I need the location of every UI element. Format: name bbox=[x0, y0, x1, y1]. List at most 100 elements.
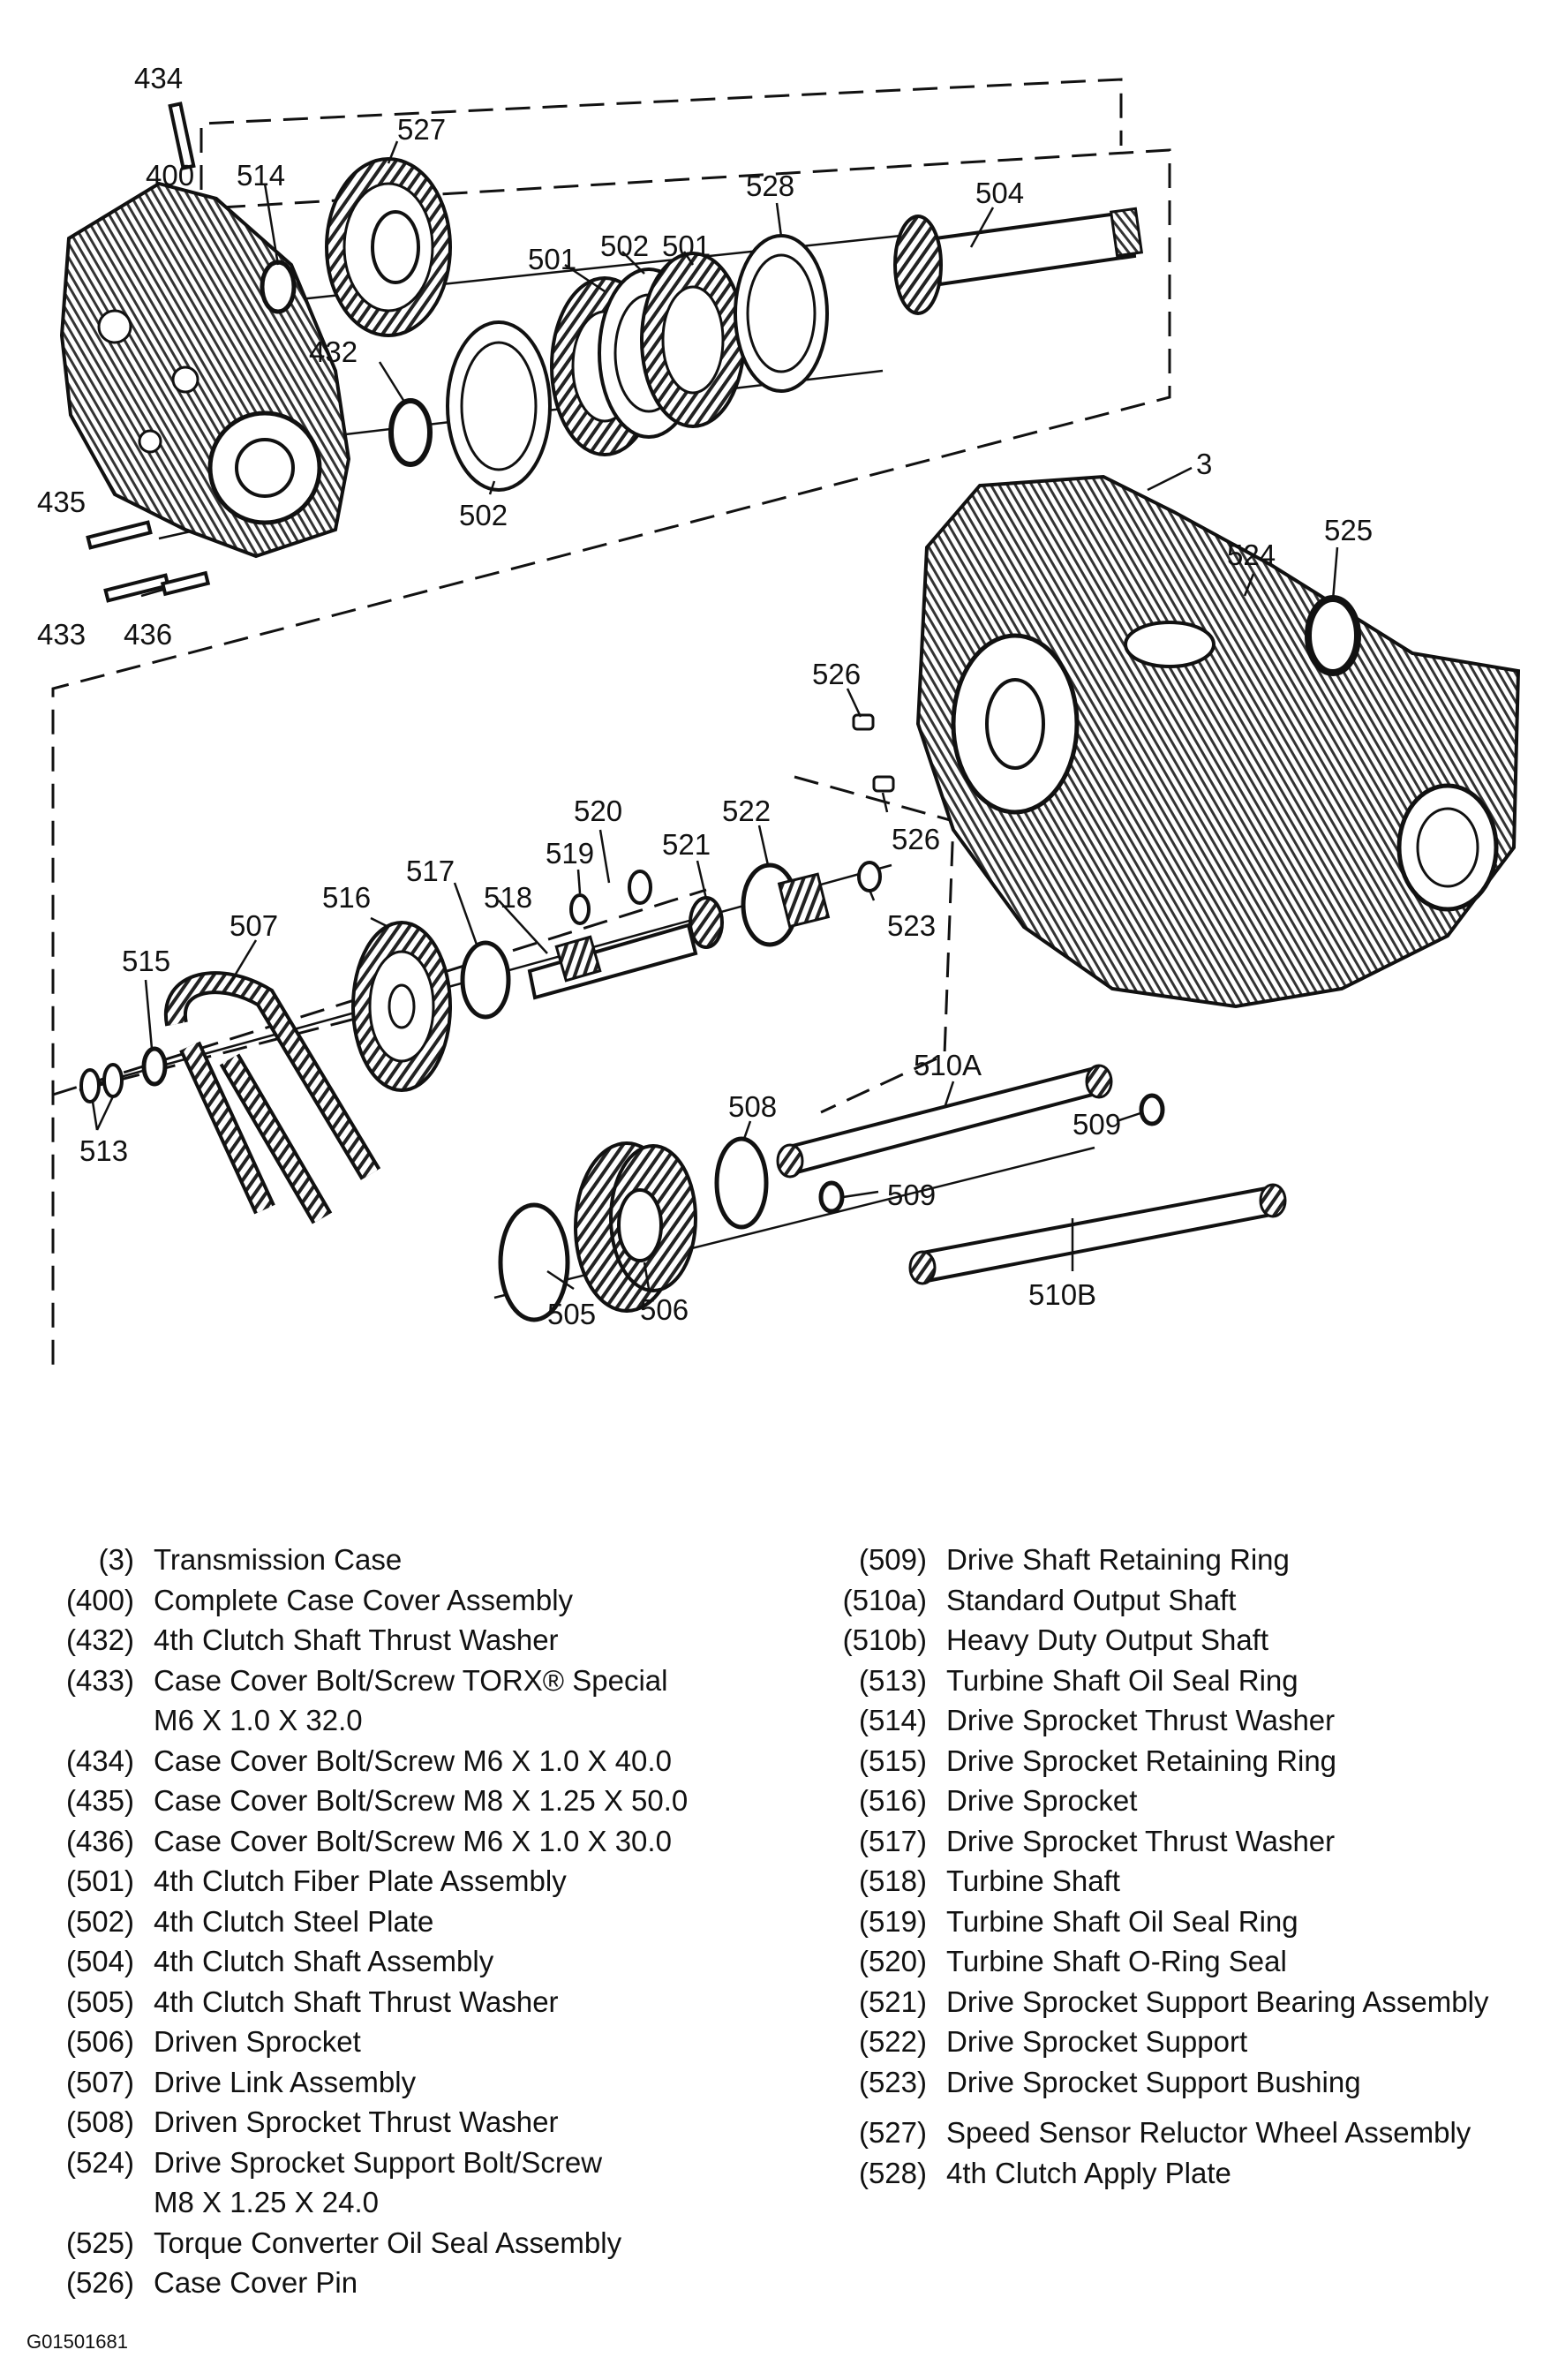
callout-510b: 510B bbox=[1028, 1278, 1096, 1311]
legend-item: (515) Drive Sprocket Retaining Ring bbox=[819, 1741, 1552, 1781]
legend-item: (435)Case Cover Bolt/Screw M8 X 1.25 X 5… bbox=[26, 1781, 786, 1821]
legend-desc: Case Cover Bolt/Screw M6 X 1.0 X 40.0 bbox=[154, 1744, 672, 1777]
turbine-shaft-518 bbox=[527, 923, 698, 1000]
figure-id: G01501681 bbox=[26, 2331, 128, 2353]
legend-desc: Drive Sprocket Support Bushing bbox=[946, 2065, 1361, 2098]
drive-sprocket-516 bbox=[351, 921, 452, 1092]
callout-528: 528 bbox=[746, 169, 794, 202]
legend-item: (400)Complete Case Cover Assembly bbox=[26, 1580, 786, 1621]
legend-desc: 4th Clutch Steel Plate bbox=[154, 1904, 434, 1938]
thrust-washer-432 bbox=[388, 398, 433, 467]
legend-desc: Drive Sprocket Thrust Washer bbox=[946, 1824, 1336, 1857]
legend-item: (527)Speed Sensor Reluctor Wheel Assembl… bbox=[819, 2113, 1552, 2153]
legend-desc: Turbine Shaft O-Ring Seal bbox=[946, 1945, 1287, 1977]
leader-lines bbox=[91, 140, 1339, 1291]
legend-code: (433) bbox=[65, 1663, 134, 1697]
callout-505: 505 bbox=[547, 1298, 596, 1330]
callout-501b: 501 bbox=[662, 230, 711, 262]
legend-code: (516) bbox=[858, 1784, 927, 1817]
clutch-shaft-504 bbox=[893, 207, 1144, 315]
callout-526a: 526 bbox=[812, 658, 861, 690]
legend-code: (436) bbox=[65, 1824, 134, 1857]
legend-code: (504) bbox=[65, 1945, 134, 1977]
legend-item: (526)Case Cover Pin bbox=[26, 2263, 786, 2303]
retaining-ring-515 bbox=[141, 1046, 168, 1087]
legend-code: (523) bbox=[858, 2065, 927, 2098]
drive-sprocket-support-522 bbox=[741, 862, 831, 947]
legend-code: (510b) bbox=[842, 1623, 927, 1656]
legend-desc: 4th Clutch Shaft Thrust Washer bbox=[154, 1985, 559, 2018]
legend-code: (400) bbox=[65, 1583, 134, 1616]
callout-521: 521 bbox=[662, 828, 711, 861]
output-shaft-510b bbox=[908, 1183, 1287, 1285]
washer-514 bbox=[260, 260, 297, 314]
fiber-plate-501b bbox=[640, 252, 746, 428]
legend-desc: Case Cover Bolt/Screw M8 X 1.25 X 50.0 bbox=[154, 1784, 689, 1817]
callout-432: 432 bbox=[309, 335, 358, 368]
legend-right-column: (509)Drive Shaft Retaining Ring (510a) St… bbox=[819, 1540, 1552, 2193]
callout-433: 433 bbox=[37, 618, 86, 651]
callout-516: 516 bbox=[322, 881, 371, 914]
legend-code: (519) bbox=[858, 1904, 927, 1938]
legend-desc: Drive Sprocket Support bbox=[946, 2025, 1248, 2058]
legend-code: (502) bbox=[65, 1904, 134, 1938]
legend-desc: Transmission Case bbox=[154, 1543, 403, 1576]
callout-501a: 501 bbox=[528, 243, 576, 275]
legend-desc: 4th Clutch Shaft Assembly bbox=[154, 1945, 494, 1977]
drive-link-assembly-507 bbox=[163, 971, 381, 1224]
transmission-case bbox=[915, 474, 1521, 1009]
legend-item: (434)Case Cover Bolt/Screw M6 X 1.0 X 40… bbox=[26, 1741, 786, 1781]
thrust-washer-517 bbox=[460, 940, 511, 1020]
legend-left-column: (3)Transmission Case (400)Complete Case … bbox=[26, 1540, 786, 2303]
callout-519: 519 bbox=[546, 837, 594, 870]
bushing-523 bbox=[857, 861, 882, 892]
legend-code: (515) bbox=[858, 1744, 927, 1777]
legend-desc: Drive Link Assembly bbox=[154, 2065, 417, 2098]
callout-435: 435 bbox=[37, 486, 86, 518]
legend-code: (527) bbox=[858, 2116, 927, 2149]
legend-item: (508)Driven Sprocket Thrust Washer bbox=[26, 2102, 786, 2143]
case-cover-assembly bbox=[59, 181, 351, 559]
legend-item: (513)Turbine Shaft Oil Seal Ring bbox=[819, 1661, 1552, 1701]
legend-item: (516)Drive Sprocket bbox=[819, 1781, 1552, 1821]
legend-desc: Drive Sprocket Support Bolt/Screw M8 X 1… bbox=[154, 2145, 603, 2219]
callout-524: 524 bbox=[1227, 539, 1276, 571]
retaining-ring-509b bbox=[818, 1180, 845, 1214]
bearing-521 bbox=[689, 896, 724, 949]
legend-code: (510a) bbox=[842, 1583, 927, 1616]
legend-item: (3)Transmission Case bbox=[26, 1540, 786, 1580]
callout-523: 523 bbox=[887, 909, 936, 942]
legend-item: (504) 4th Clutch Shaft Assembly bbox=[26, 1941, 786, 1982]
legend-item: (518)Turbine Shaft bbox=[819, 1861, 1552, 1902]
legend-desc: 4th Clutch Shaft Thrust Washer bbox=[154, 1623, 559, 1656]
legend-item: (520)Turbine Shaft O-Ring Seal bbox=[819, 1941, 1552, 1982]
callout-3: 3 bbox=[1196, 448, 1212, 480]
legend-desc: Case Cover Pin bbox=[154, 2266, 358, 2299]
legend-desc: Driven Sprocket bbox=[154, 2025, 361, 2058]
legend-desc: Torque Converter Oil Seal Assembly bbox=[154, 2226, 622, 2259]
callout-509a: 509 bbox=[1073, 1108, 1121, 1141]
legend-code: (432) bbox=[65, 1623, 134, 1656]
legend-desc: Case Cover Bolt/Screw M6 X 1.0 X 30.0 bbox=[154, 1824, 672, 1857]
o-ring-520 bbox=[628, 870, 652, 905]
legend-desc: Turbine Shaft Oil Seal Ring bbox=[946, 1904, 1298, 1938]
legend-desc: Heavy Duty Output Shaft bbox=[946, 1623, 1269, 1656]
legend-code: (508) bbox=[65, 2105, 134, 2138]
legend-desc: Drive Sprocket Retaining Ring bbox=[946, 1744, 1337, 1777]
legend-desc: Standard Output Shaft bbox=[946, 1583, 1237, 1616]
legend-desc: Drive Sprocket Thrust Washer bbox=[946, 1704, 1336, 1736]
legend-item: (528)4th Clutch Apply Plate bbox=[819, 2153, 1552, 2194]
callout-506: 506 bbox=[640, 1293, 689, 1326]
legend-item: (509)Drive Shaft Retaining Ring bbox=[819, 1540, 1552, 1580]
callout-labels: 434 527 400 514 528 504 501 502 501 432 … bbox=[37, 62, 1373, 1330]
callout-436: 436 bbox=[124, 618, 172, 651]
legend-code: (518) bbox=[858, 1864, 927, 1897]
legend-desc: Drive Shaft Retaining Ring bbox=[946, 1543, 1290, 1576]
legend-code: (507) bbox=[65, 2065, 134, 2098]
reluctor-wheel-527 bbox=[325, 157, 452, 337]
steel-plate-502 bbox=[446, 320, 552, 492]
callout-517: 517 bbox=[406, 855, 455, 887]
callout-502a: 502 bbox=[600, 230, 649, 262]
legend-desc: Case Cover Bolt/Screw TORX® Special M6 X… bbox=[154, 1663, 668, 1737]
callout-509b: 509 bbox=[887, 1179, 936, 1211]
